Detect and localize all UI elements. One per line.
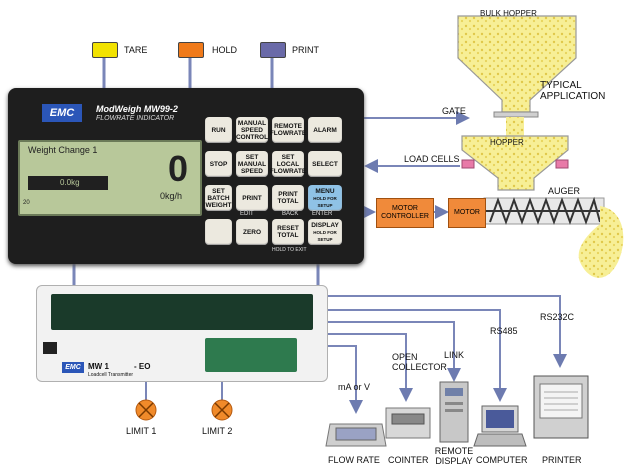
remote-display-device <box>439 381 469 443</box>
emc-logo-text: EMC <box>49 107 75 119</box>
reset-total-key[interactable]: RESET TOTAL <box>272 219 304 245</box>
remote-display-text: REMOTE DISPLAY <box>434 446 474 466</box>
ma-v-label: mA or V <box>338 382 371 392</box>
transmitter-logo-text: EMC <box>65 364 81 371</box>
lcd-bar <box>28 176 108 190</box>
transmitter-subtitle: Loadcell Transmitter <box>88 372 134 378</box>
printer-device <box>533 375 589 439</box>
load-cell-left <box>461 159 475 169</box>
computer-device <box>473 405 527 447</box>
set-manual-speed-key[interactable]: SET MANUAL SPEED <box>236 151 268 177</box>
flow-rate-label: FLOW RATE <box>328 455 380 465</box>
printer-label: PRINTER <box>542 455 582 465</box>
hopper <box>461 135 569 191</box>
motor-label: MOTOR <box>454 209 480 216</box>
link-label: LINK <box>444 350 465 360</box>
counter-label: COINTER <box>388 455 429 465</box>
open-collector-label: OPEN COLLECTOR <box>392 352 447 372</box>
set-batch-weight-key[interactable]: SET BATCH WEIGHT <box>205 185 232 211</box>
bulk-hopper-label: BULK HOPPER <box>480 9 537 18</box>
auger <box>483 196 605 225</box>
ma-v-line <box>328 345 363 414</box>
enter-label: ENTER <box>312 211 333 217</box>
tare-label: TARE <box>124 45 148 55</box>
emc-logo: EMC <box>42 104 82 122</box>
link-line <box>328 321 461 382</box>
alarm-key[interactable]: ALARM <box>308 117 342 143</box>
print-total-key[interactable]: PRINT TOTAL <box>272 185 304 211</box>
transmitter-suffix: - EO <box>134 362 151 371</box>
display-key[interactable]: DISPLAY HOLD FOR SETUP <box>308 219 342 245</box>
limit1-lamp <box>135 399 157 421</box>
auger-label: AUGER <box>548 186 581 196</box>
computer-label: COMPUTER <box>476 455 528 465</box>
rs232c-line <box>328 295 567 368</box>
lcd-bar-value: 0.0kg <box>60 178 80 187</box>
load-cell-right <box>555 159 569 169</box>
rs485-line <box>328 309 507 402</box>
hold-switch <box>178 42 204 58</box>
print-label: PRINT <box>292 45 319 55</box>
select-key[interactable]: SELECT <box>308 151 342 177</box>
rs232c-label: RS232C <box>540 312 575 322</box>
tare-switch <box>92 42 118 58</box>
lcd-corner: 20 <box>23 200 30 206</box>
limit2-label: LIMIT 2 <box>202 426 233 436</box>
display-key-label: DISPLAY <box>311 221 339 229</box>
print-switch <box>260 42 286 58</box>
manual-speed-control-key[interactable]: MANUAL SPEED CONTROL <box>236 117 268 143</box>
menu-key[interactable]: MENU HOLD FOR SETUP <box>308 185 342 211</box>
edit-label: EDIT <box>240 211 254 217</box>
hold-label: HOLD <box>212 45 238 55</box>
menu-key-label: MENU <box>315 187 335 195</box>
menu-key-sub: HOLD FOR SETUP <box>313 195 337 208</box>
discharge-material <box>578 206 624 278</box>
remote-flowrate-key[interactable]: REMOTE FLOWRATE <box>270 117 306 143</box>
remote-display-label: REMOTE DISPLAY <box>428 446 480 466</box>
rj-connector <box>43 342 57 354</box>
print-key[interactable]: PRINT <box>236 185 268 211</box>
stop-key[interactable]: STOP <box>205 151 232 177</box>
lcd-value: 0 <box>168 148 189 189</box>
model-name: ModWeigh MW99-2 <box>96 104 178 114</box>
counter-device <box>385 407 431 439</box>
hopper-label: HOPPER <box>490 138 524 147</box>
display-key-sub: HOLD FOR SETUP <box>313 229 337 242</box>
hold-to-exit-label: HOLD TO EXIT <box>272 247 307 253</box>
load-cells-label: LOAD CELLS <box>404 154 460 164</box>
open-collector-line <box>328 333 413 402</box>
set-local-flowrate-key[interactable]: SET LOCAL FLOWRATE <box>270 151 306 177</box>
motor-box: MOTOR <box>448 198 486 228</box>
falling-material <box>506 117 524 137</box>
run-key[interactable]: RUN <box>205 117 232 143</box>
typical-application-text: TYPICAL APPLICATION <box>540 80 606 102</box>
model-subtitle: FLOWRATE INDICATOR <box>96 115 175 122</box>
transmitter-model: MW 1 <box>88 362 109 371</box>
gate-label: GATE <box>442 106 466 116</box>
limit1-label: LIMIT 1 <box>126 426 157 436</box>
limit2-lamp <box>211 399 233 421</box>
motor-controller-label: MOTOR CONTROLLER <box>381 205 429 220</box>
back-label: BACK <box>282 211 299 217</box>
flow-rate-meter <box>325 423 387 447</box>
transmitter-emc-logo: EMC <box>62 362 84 373</box>
pcb-label-area <box>205 338 297 372</box>
lcd-header: Weight Change 1 <box>28 145 98 155</box>
zero-key[interactable]: ZERO <box>236 219 268 245</box>
open-collector-text: OPEN COLLECTOR <box>392 352 447 372</box>
rs485-label: RS485 <box>490 326 518 336</box>
mw1-transmitter <box>36 285 328 382</box>
lcd-display: Weight Change 1 0 0.0kg 0kg/h 20 <box>18 140 202 216</box>
blank-key[interactable] <box>205 219 232 245</box>
motor-controller-box: MOTOR CONTROLLER <box>376 198 434 228</box>
lcd-unit: 0kg/h <box>160 191 183 201</box>
terminal-strip <box>51 294 313 330</box>
typical-application-label: TYPICAL APPLICATION <box>540 80 620 102</box>
